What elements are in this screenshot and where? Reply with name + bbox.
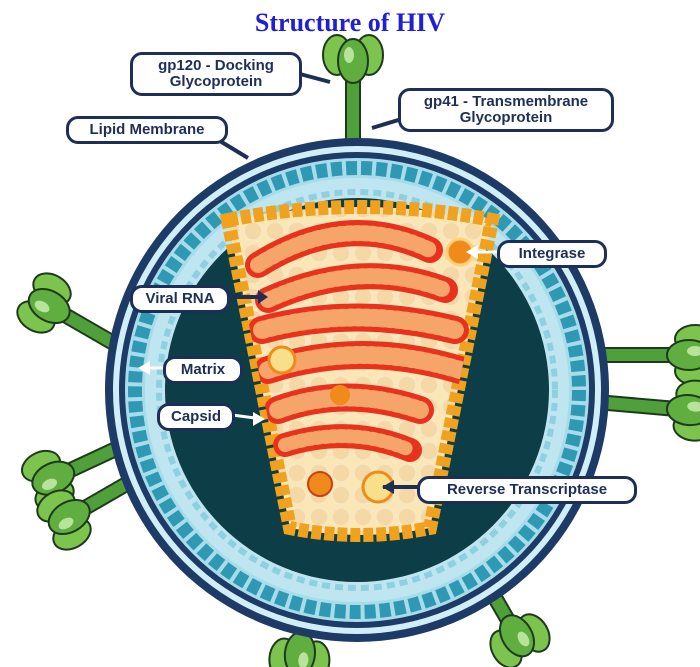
gp120-label-line1: gp120 - Docking <box>141 58 291 74</box>
enzyme-molecule <box>330 385 350 405</box>
matrix-label: Matrix <box>163 356 243 384</box>
gp120-label-line2: Glycoprotein <box>141 74 291 90</box>
glycoprotein-top <box>323 35 383 155</box>
reverse-transcriptase-label: Reverse Transcriptase <box>417 476 637 504</box>
integrase-label: Integrase <box>497 240 607 268</box>
glycoprotein-right-upper <box>595 325 700 385</box>
gp41-label-line1: gp41 - Transmembrane <box>409 94 603 110</box>
viral-rna-label: Viral RNA <box>130 285 230 313</box>
enzyme-molecule <box>308 472 332 496</box>
gp120-label: gp120 - Docking Glycoprotein <box>130 52 302 96</box>
capsid-label: Capsid <box>157 403 235 431</box>
lipid-membrane-label: Lipid Membrane <box>66 116 228 144</box>
enzyme-molecule <box>269 347 295 373</box>
gp41-label-line2: Glycoprotein <box>409 110 603 126</box>
gp41-label: gp41 - Transmembrane Glycoprotein <box>398 88 614 132</box>
